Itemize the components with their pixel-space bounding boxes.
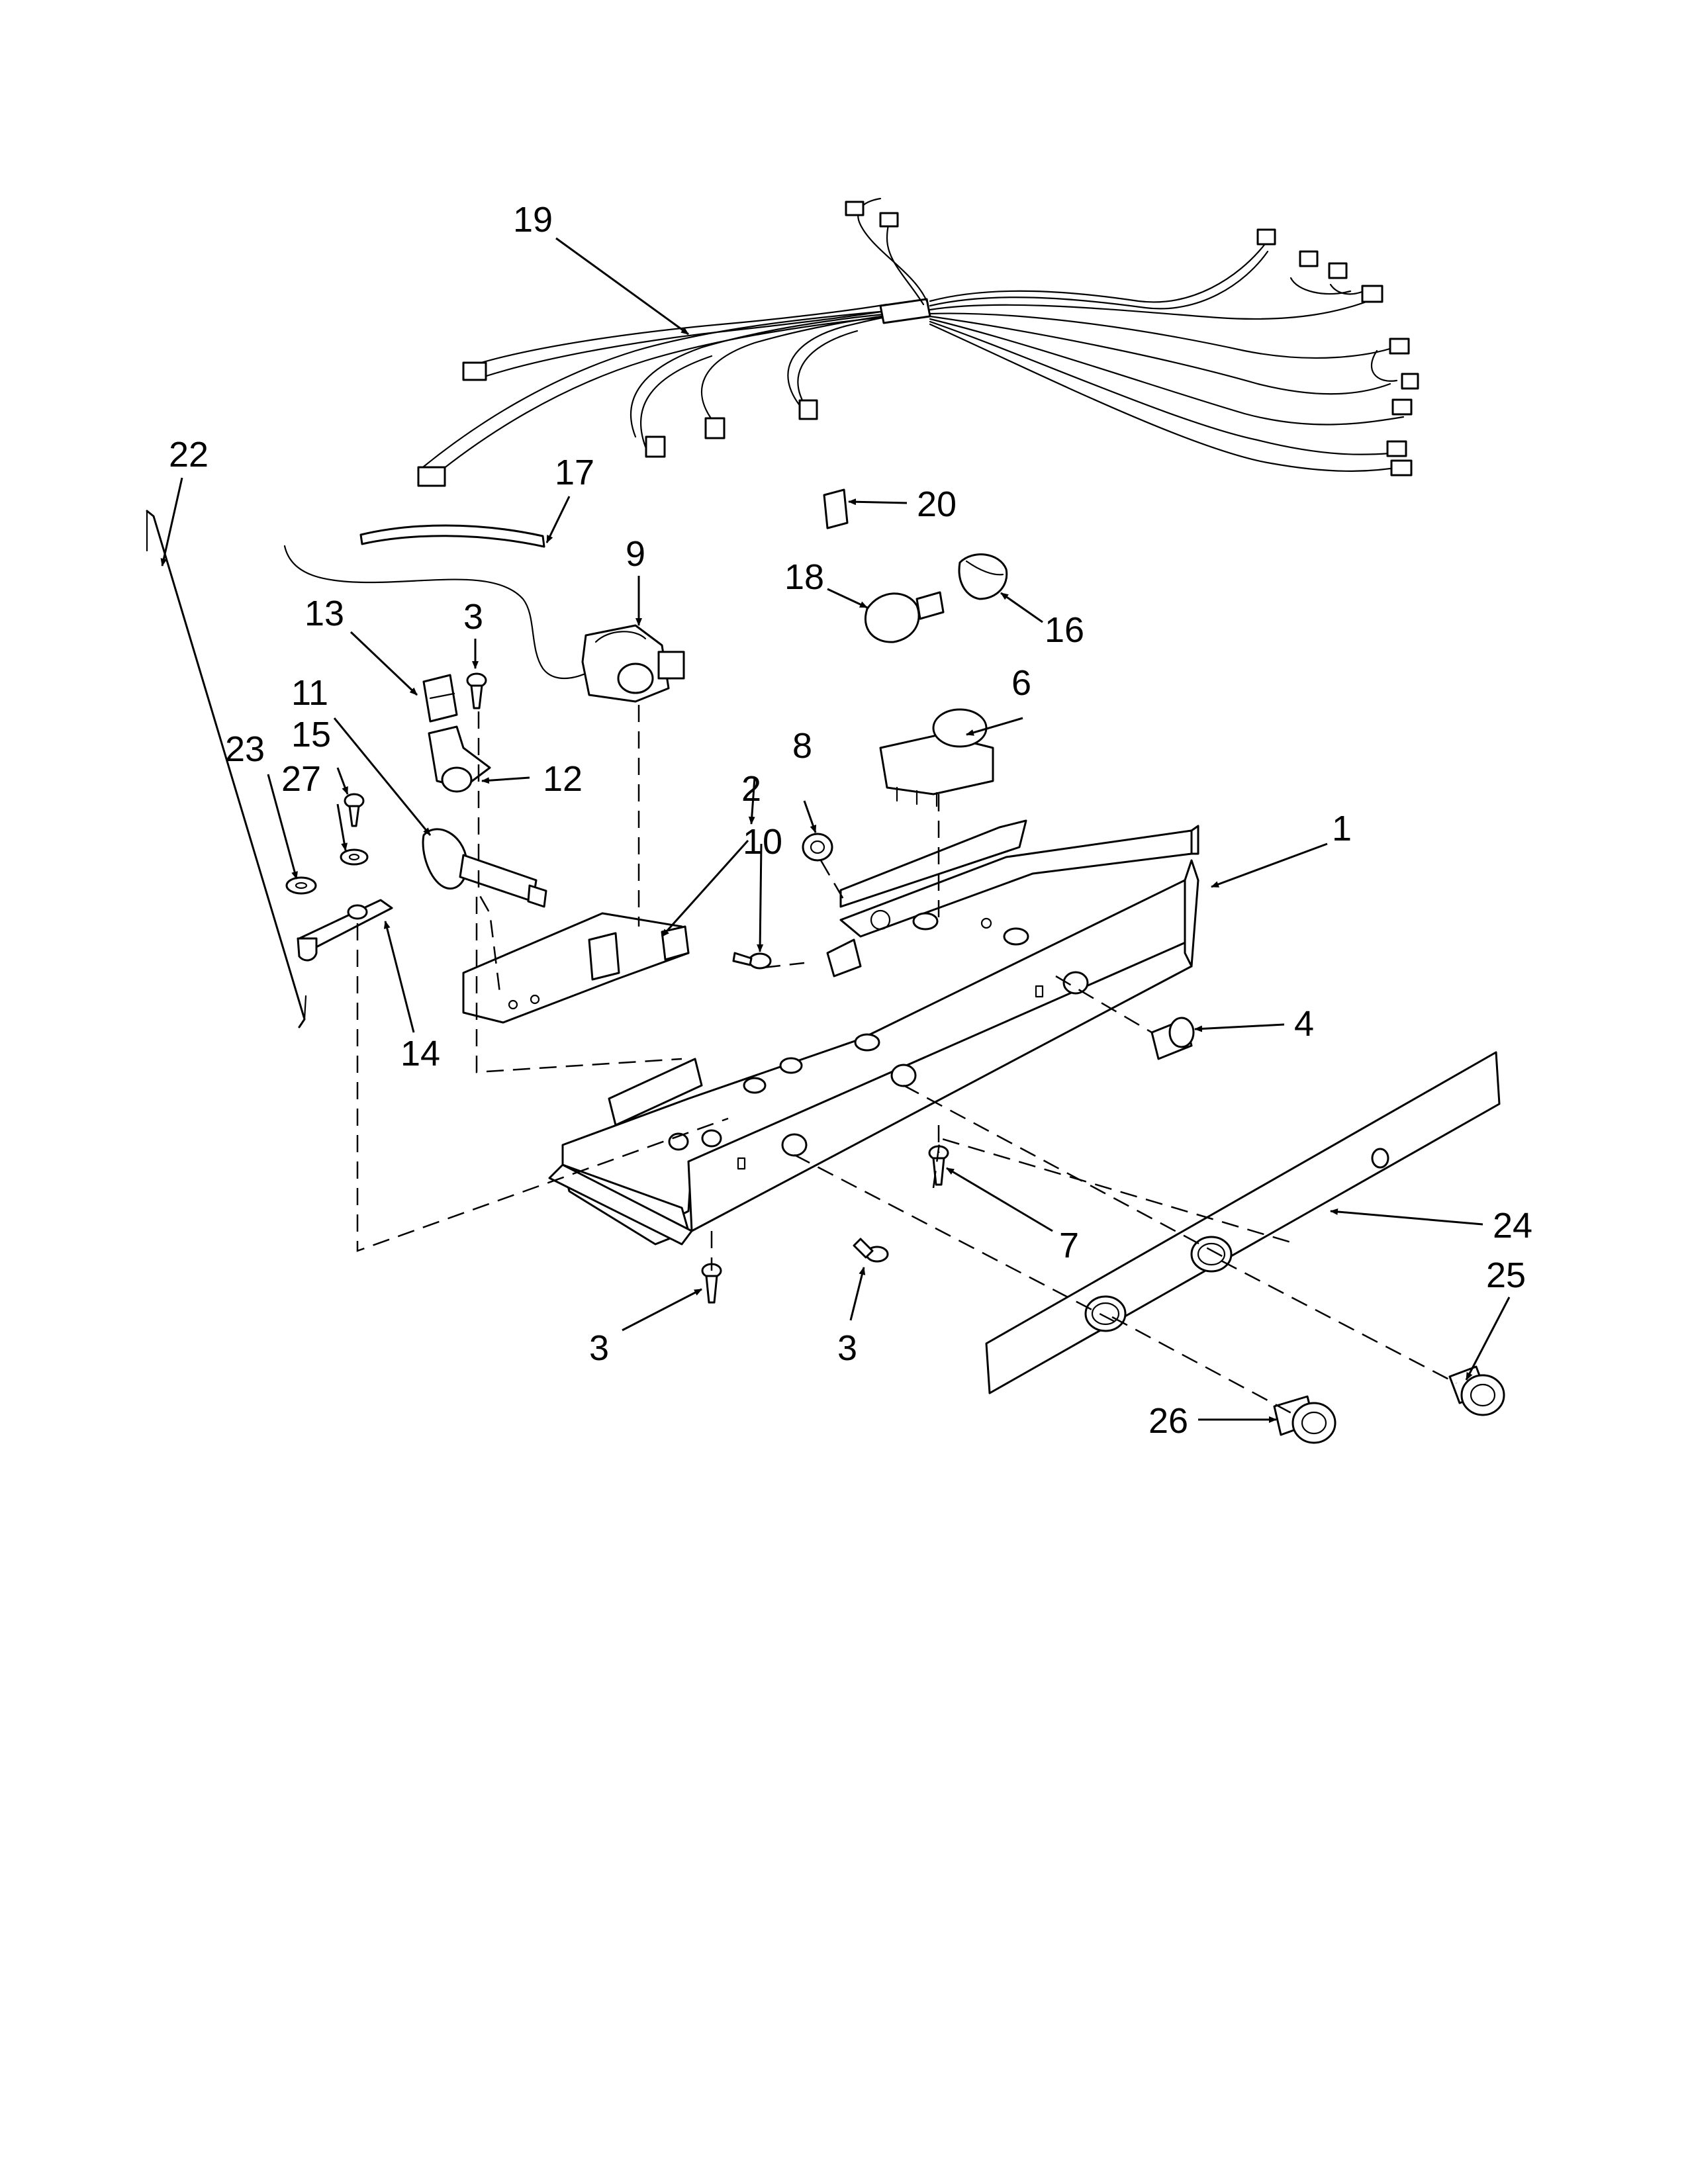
callout-7: 7 xyxy=(1059,1226,1079,1265)
lamp-assembly xyxy=(823,488,1008,643)
callout-8: 8 xyxy=(792,726,812,766)
screw-10 xyxy=(732,952,772,970)
control-housing xyxy=(548,819,1199,1246)
callout-19: 19 xyxy=(513,200,553,240)
tube-capillary xyxy=(283,524,597,680)
screw-upper xyxy=(466,672,487,709)
callout-22: 22 xyxy=(169,435,209,475)
defrost-timer xyxy=(879,708,994,807)
callout-11: 11 xyxy=(291,673,328,713)
small-hardware xyxy=(285,793,393,962)
callout-24: 24 xyxy=(1493,1206,1532,1246)
callout-17: 17 xyxy=(555,453,594,492)
clip-13 xyxy=(422,674,458,723)
callout-27: 27 xyxy=(281,759,321,799)
callout-4: 4 xyxy=(1294,1004,1314,1044)
grommet xyxy=(802,833,833,862)
assembly-lines xyxy=(356,705,1457,1418)
mounting-bracket xyxy=(462,912,690,1024)
callout-26: 26 xyxy=(1149,1401,1188,1441)
callout-3-lower-left: 3 xyxy=(589,1328,609,1368)
callout-13: 13 xyxy=(305,594,344,633)
callout-25: 25 xyxy=(1486,1255,1526,1295)
callout-16: 16 xyxy=(1045,610,1084,650)
callout-12: 12 xyxy=(543,759,583,799)
damper-shaft xyxy=(422,828,547,908)
light-switch xyxy=(1150,1017,1195,1060)
temperature-control xyxy=(581,624,685,703)
callout-6: 6 xyxy=(1011,663,1031,703)
callout-14: 14 xyxy=(400,1034,440,1073)
knob-lenses xyxy=(1273,1365,1505,1444)
callout-20: 20 xyxy=(917,484,957,524)
callout-3-upper: 3 xyxy=(463,597,483,637)
bracket-12 xyxy=(428,725,491,793)
callout-9: 9 xyxy=(626,534,645,574)
callout-2: 2 xyxy=(741,769,761,809)
callout-labels: 19 22 17 20 18 16 9 13 3 6 11 12 15 27 2… xyxy=(169,200,1532,1441)
leader-arrows xyxy=(160,237,1511,1423)
wire-harness xyxy=(417,197,1419,487)
callout-1: 1 xyxy=(1332,809,1352,848)
rod xyxy=(146,510,307,1028)
screws-lower xyxy=(701,1238,889,1304)
callout-15: 15 xyxy=(291,715,331,754)
callout-18: 18 xyxy=(784,557,824,597)
callout-3-lower-right: 3 xyxy=(837,1328,857,1368)
callout-23: 23 xyxy=(225,729,265,769)
trim-panel xyxy=(985,1051,1501,1394)
callout-10: 10 xyxy=(743,822,782,862)
